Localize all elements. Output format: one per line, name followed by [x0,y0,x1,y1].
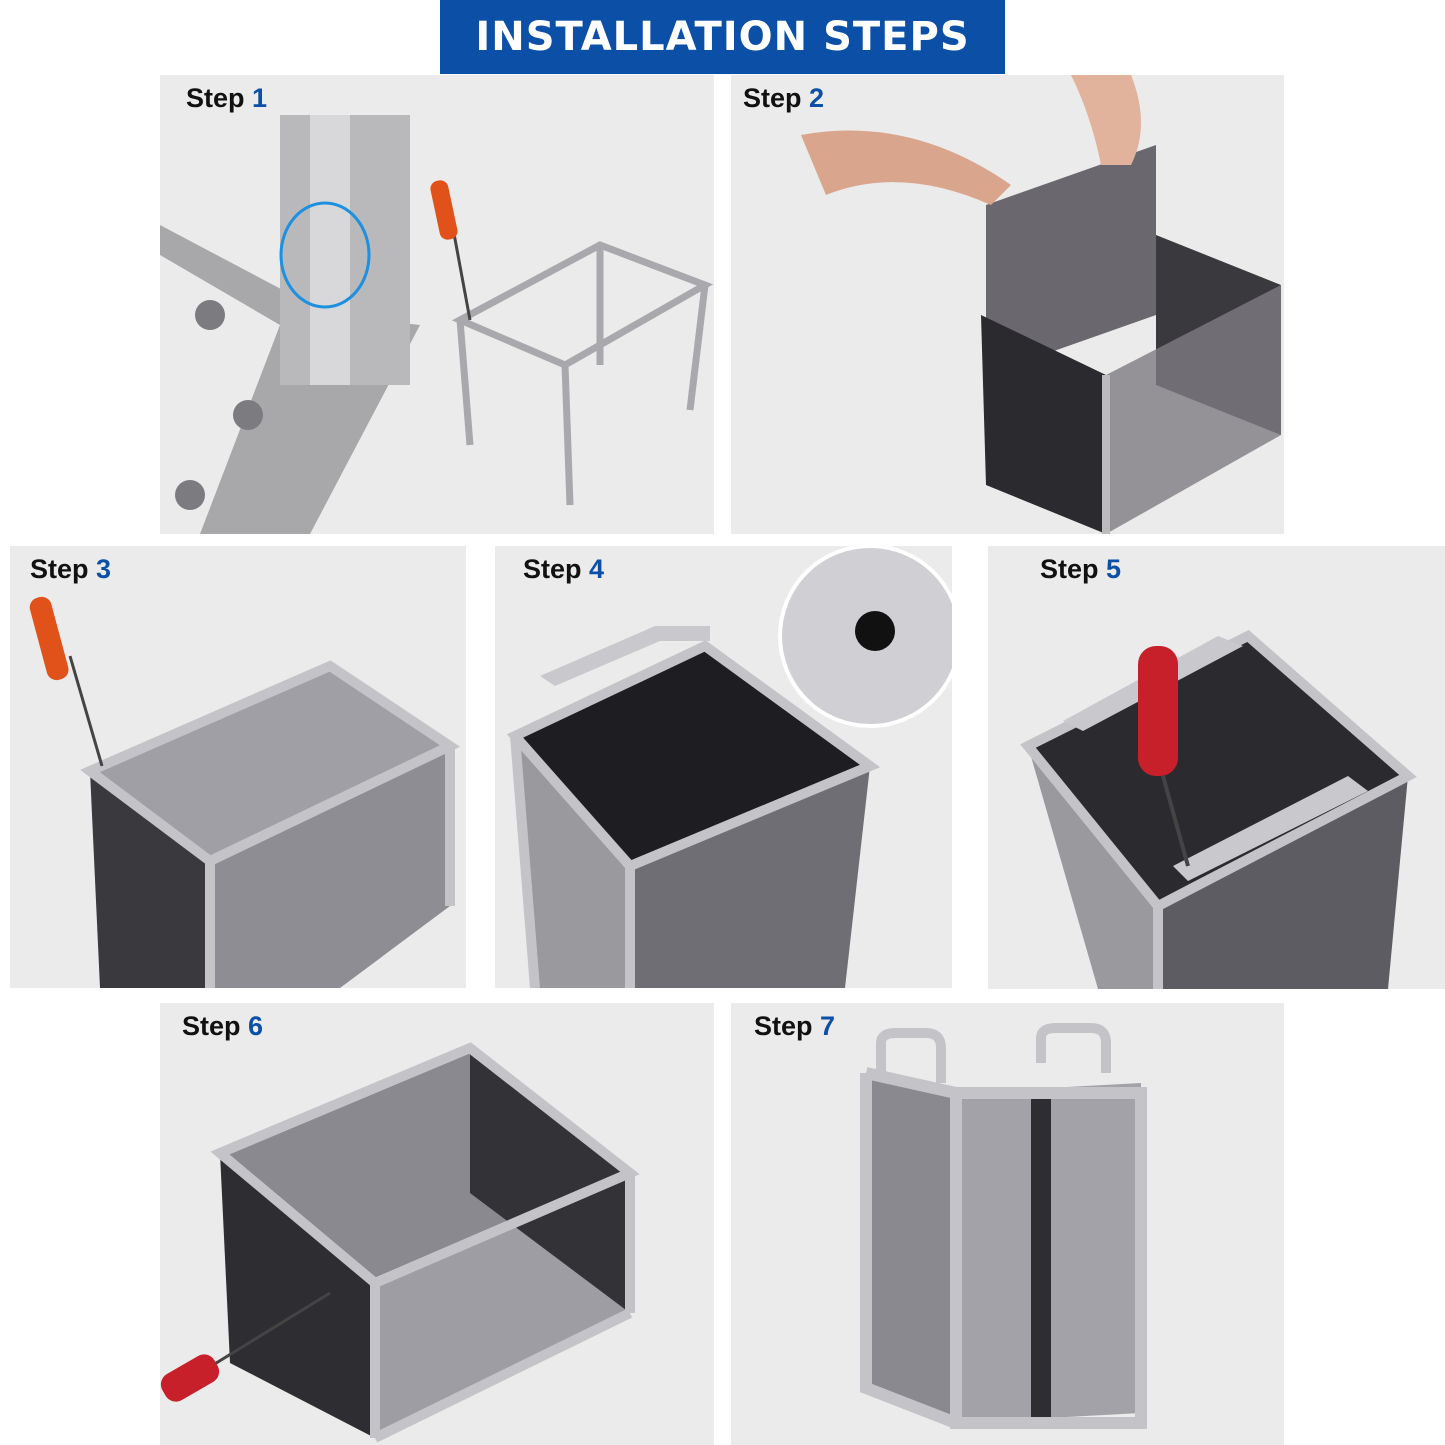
step-3-panel: Step 3 [10,546,466,988]
step-label: Step 3 [30,554,112,584]
step-label: Step 5 [1040,554,1122,584]
step-4-panel: Step 4 [495,546,952,988]
panel-insert-illustration [801,75,1281,534]
finished-tower-illustration [860,1023,1147,1429]
step-2-panel: Step 2 [731,75,1284,534]
step-label: Step 1 [186,83,268,113]
step-label: Step 2 [743,83,825,113]
top-panel-illustration [506,546,952,988]
step-label: Step 4 [523,554,605,584]
side-panel-illustration [160,1042,640,1443]
step-7-panel: Step 7 [731,1003,1284,1445]
handle-screw-illustration [1020,630,1417,989]
step-1-panel: Step 1 [160,75,714,534]
step-label: Step 7 [754,1011,836,1041]
step-6-panel: Step 6 [160,1003,714,1445]
box-frame-illustration [29,596,461,988]
page-title: INSTALLATION STEPS [440,0,1005,74]
step-5-panel: Step 5 [988,546,1445,989]
frame-corner-illustration [160,115,714,534]
step-label: Step 6 [182,1011,264,1041]
